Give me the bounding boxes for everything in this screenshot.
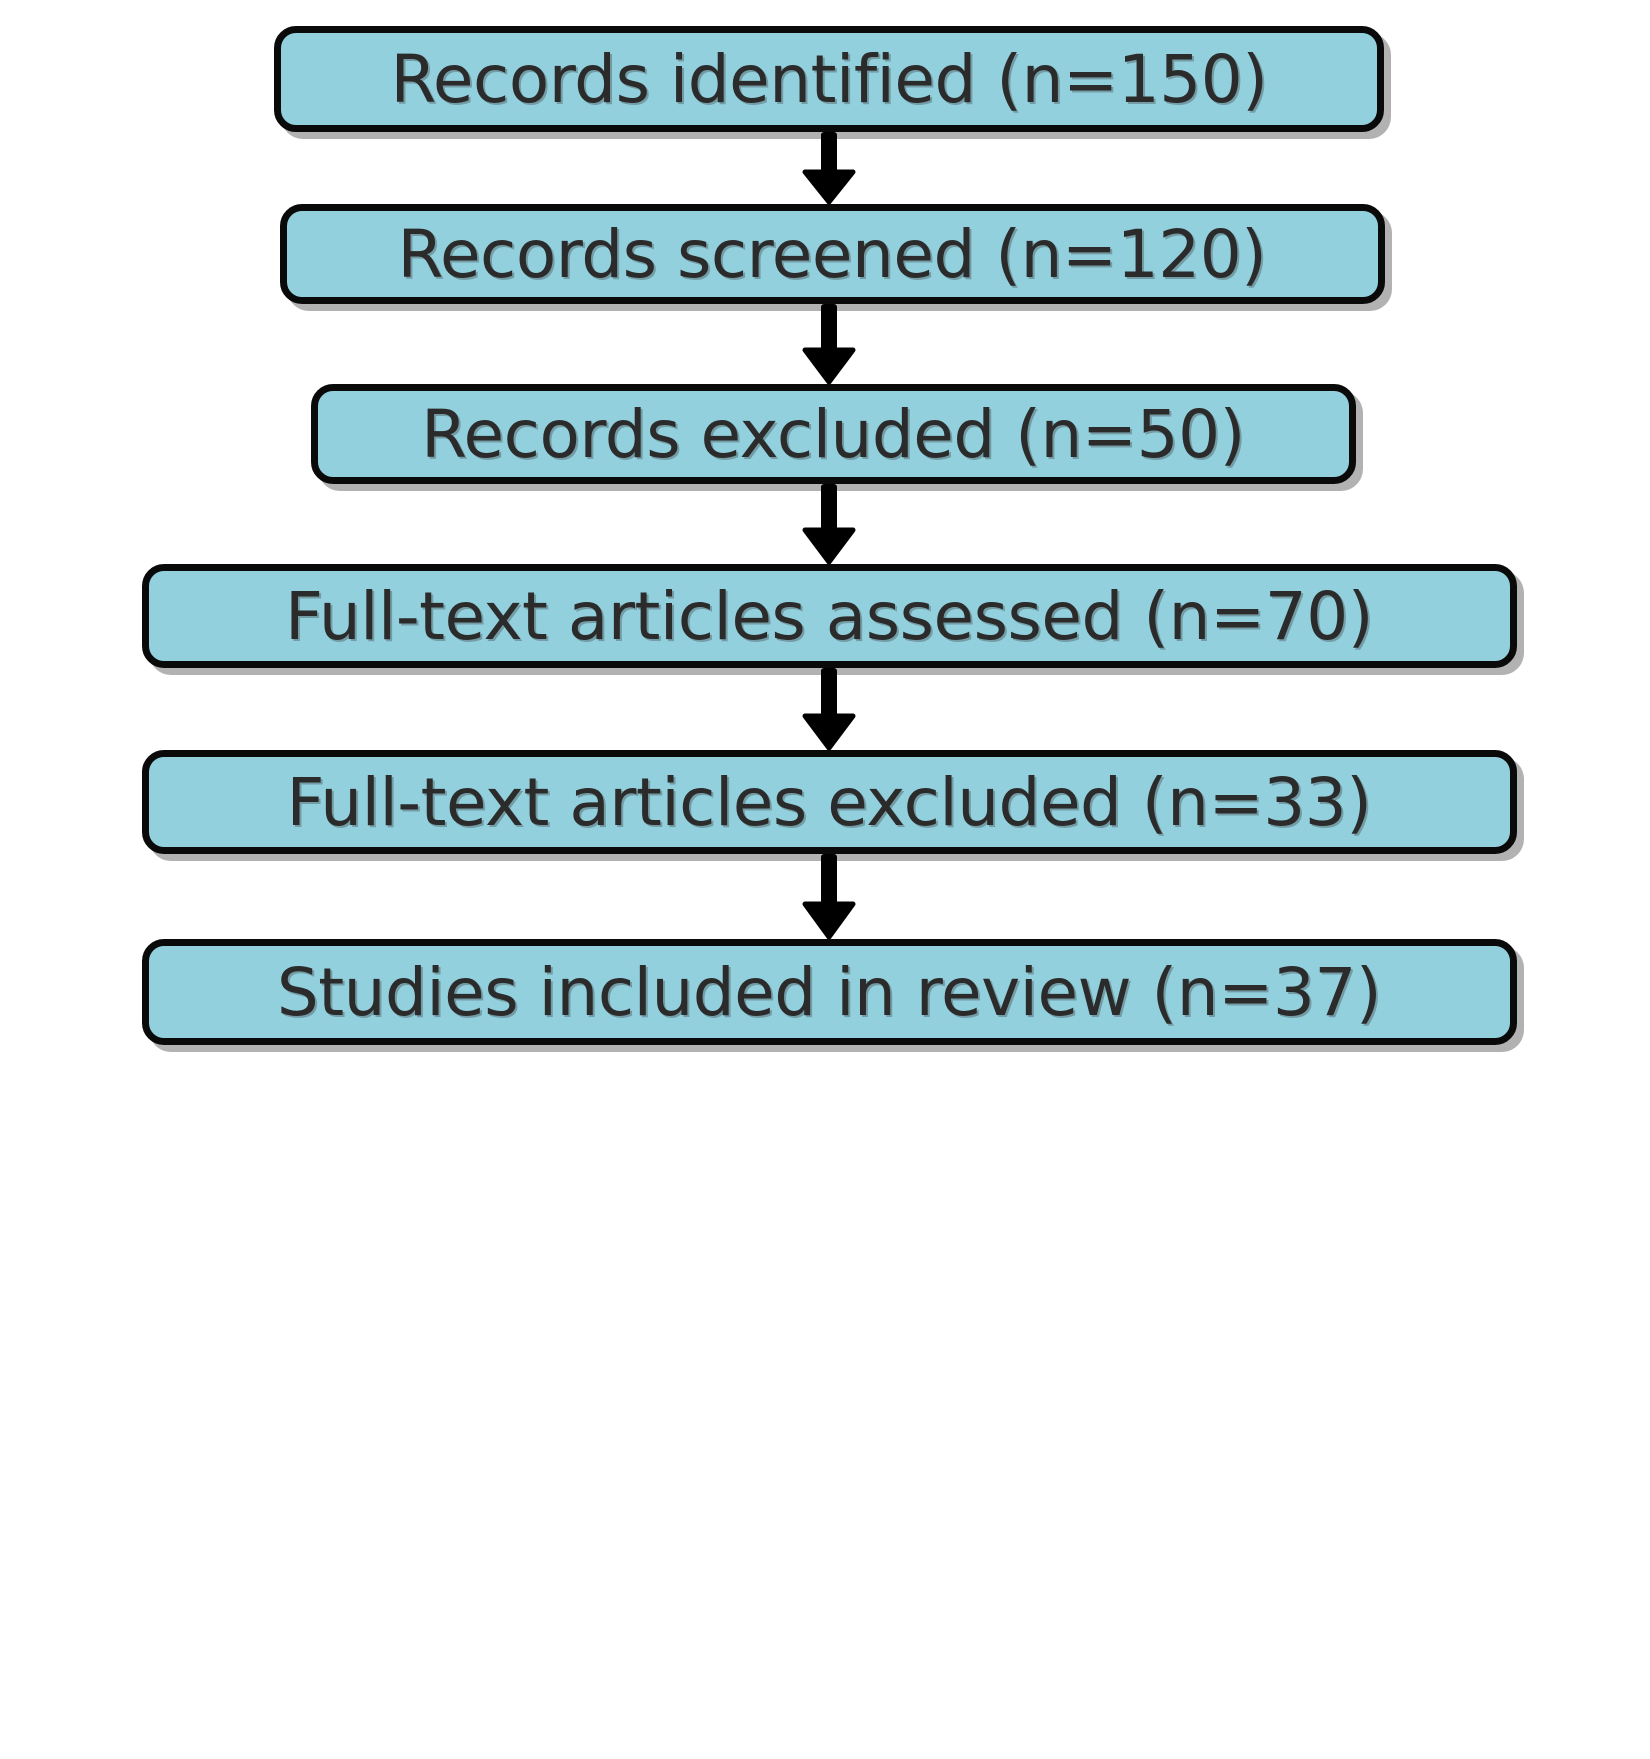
flow-node-row: Full-text articles excluded (n=33) — [0, 750, 1650, 854]
flow-node-label: Records screened (n=120) — [397, 215, 1267, 293]
arrow-down-icon — [802, 668, 856, 750]
connector-inner — [802, 854, 856, 939]
flow-node-row: Full-text articles assessed (n=70) — [0, 564, 1650, 668]
flow-node-label: Full-text articles excluded (n=33) — [286, 763, 1372, 841]
arrow-down-icon — [802, 484, 856, 564]
connector-inner — [802, 484, 856, 564]
flow-node-row: Records identified (n=150) — [0, 26, 1650, 132]
flow-node-row: Studies included in review (n=37) — [0, 939, 1650, 1045]
connector-inner — [802, 304, 856, 384]
flow-node-records-excluded[interactable]: Records excluded (n=50) — [310, 384, 1356, 484]
flow-node-records-screened[interactable]: Records screened (n=120) — [279, 204, 1385, 304]
flow-node-records-identified[interactable]: Records identified (n=150) — [274, 26, 1384, 132]
connector-inner — [802, 668, 856, 750]
flow-connector-arrow-5 — [0, 854, 1650, 939]
flow-node-label: Records excluded (n=50) — [421, 395, 1245, 473]
flow-node-studies-included[interactable]: Studies included in review (n=37) — [141, 939, 1517, 1045]
arrow-down-icon — [802, 132, 856, 204]
flow-node-row: Records screened (n=120) — [0, 204, 1650, 304]
flow-node-label: Full-text articles assessed (n=70) — [285, 577, 1373, 655]
arrow-down-icon — [802, 854, 856, 939]
flow-node-label: Studies included in review (n=37) — [276, 953, 1382, 1031]
flow-node-fulltext-assessed[interactable]: Full-text articles assessed (n=70) — [141, 564, 1517, 668]
flow-connector-arrow-2 — [0, 304, 1650, 384]
flow-node-fulltext-excluded[interactable]: Full-text articles excluded (n=33) — [141, 750, 1517, 854]
flow-node-label: Records identified (n=150) — [390, 40, 1268, 118]
flow-connector-arrow-3 — [0, 484, 1650, 564]
flow-connector-arrow-1 — [0, 132, 1650, 204]
arrow-down-icon — [802, 304, 856, 384]
connector-inner — [802, 132, 856, 204]
flow-connector-arrow-4 — [0, 668, 1650, 750]
flow-node-row: Records excluded (n=50) — [0, 384, 1650, 484]
